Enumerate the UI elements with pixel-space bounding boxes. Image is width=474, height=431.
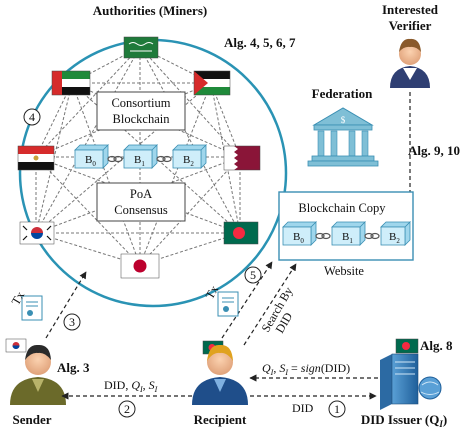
federation-block-2: B2 — [380, 221, 411, 246]
poa-line2: Consensus — [114, 203, 168, 217]
transaction-document-icon — [217, 291, 239, 317]
flag-icon — [395, 338, 419, 354]
block-index: 0 — [300, 237, 304, 245]
person-icon — [10, 344, 66, 405]
issuer-to-recipient-label: QI, SI = sign(DID) — [262, 361, 350, 377]
svg-text:B0: B0 — [293, 231, 304, 245]
svg-text:B2: B2 — [389, 231, 400, 245]
flag-icon — [5, 338, 27, 353]
svg-text:B0: B0 — [85, 154, 96, 168]
person-icon — [192, 344, 248, 405]
step-5-number: 5 — [250, 268, 256, 282]
chain-link-icon — [364, 232, 380, 240]
chain-link-icon — [315, 232, 331, 240]
issuer-label: DID Issuer (QI) — [361, 412, 447, 429]
svg-text:B2: B2 — [183, 154, 194, 168]
block-label: B — [85, 154, 92, 166]
authorities-title: Authorities (Miners) — [93, 3, 207, 18]
authority-block-1: B1 — [123, 144, 158, 169]
step-2-badge — [118, 400, 136, 418]
flag-icon — [19, 221, 55, 245]
flag-icon — [193, 70, 231, 96]
recipient-tx-label: Tx — [202, 283, 221, 302]
sender-tx-label: Tx — [8, 289, 27, 308]
recipient-to-issuer-label: DID — [292, 401, 314, 415]
federation-website-label: Website — [324, 264, 364, 278]
svg-text:$: $ — [341, 115, 346, 125]
federation-block-1: B1 — [331, 221, 366, 246]
sender-tx-arrow — [45, 271, 87, 339]
authority-block-2: B2 — [172, 144, 207, 169]
consortium-line2: Blockchain — [113, 112, 171, 126]
authorities-alg-label: Alg. 4, 5, 6, 7 — [224, 35, 296, 50]
recipient-label: Recipient — [194, 412, 247, 427]
step-4-number: 4 — [29, 110, 35, 124]
block-index: 1 — [141, 160, 145, 168]
poa-line1: PoA — [130, 187, 152, 201]
step-5-badge — [244, 266, 262, 284]
flag-icon — [17, 145, 55, 171]
block-label: B — [389, 231, 396, 243]
block-label: B — [134, 154, 141, 166]
flag-icon — [223, 221, 259, 245]
step-3-number: 3 — [69, 315, 75, 329]
block-label: B — [342, 231, 349, 243]
step-3-badge — [63, 313, 81, 331]
federation-block-0: B0 — [282, 221, 317, 246]
svg-text:B1: B1 — [134, 154, 145, 168]
consortium-line1: Consortium — [111, 96, 170, 110]
verifier-alg-label: Alg. 9, 10 — [408, 143, 460, 158]
poa-consensus-box — [96, 182, 186, 222]
federation-title: Federation — [312, 86, 373, 101]
consortium-blockchain-box — [96, 91, 186, 131]
issuer-alg-label: Alg. 8 — [420, 338, 453, 353]
federation-copy-label: Blockchain Copy — [298, 201, 386, 215]
search-by-did-arrow — [243, 263, 297, 346]
flag-icon — [123, 36, 159, 59]
authority-block-0: B0 — [74, 144, 109, 169]
block-index: 0 — [92, 160, 96, 168]
bank-building-icon: $ — [307, 107, 379, 167]
verifier-label-line2: Verifier — [389, 18, 432, 33]
flag-icon — [51, 70, 91, 96]
block-label: B — [183, 154, 190, 166]
verifier-label-line1: Interested — [382, 2, 439, 17]
block-index: 2 — [190, 160, 194, 168]
server-icon — [380, 353, 442, 410]
flag-icon — [120, 253, 160, 279]
svg-text:B1: B1 — [342, 231, 353, 245]
recipient-to-sender-label: DID, QI, SI — [104, 378, 158, 394]
chain-link-icon — [156, 155, 172, 163]
chain-link-icon — [107, 155, 123, 163]
sender-alg-label: Alg. 3 — [57, 360, 90, 375]
step-1-badge — [328, 400, 346, 418]
step-2-number: 2 — [124, 402, 130, 416]
flag-icon — [223, 145, 261, 171]
step-1-number: 1 — [334, 402, 340, 416]
sender-label: Sender — [13, 412, 52, 427]
block-index: 2 — [396, 237, 400, 245]
step-4-badge — [23, 108, 41, 126]
person-icon — [390, 38, 430, 88]
transaction-document-icon — [21, 295, 43, 321]
block-label: B — [293, 231, 300, 243]
block-index: 1 — [349, 237, 353, 245]
recipient-tx-arrow — [221, 261, 273, 339]
